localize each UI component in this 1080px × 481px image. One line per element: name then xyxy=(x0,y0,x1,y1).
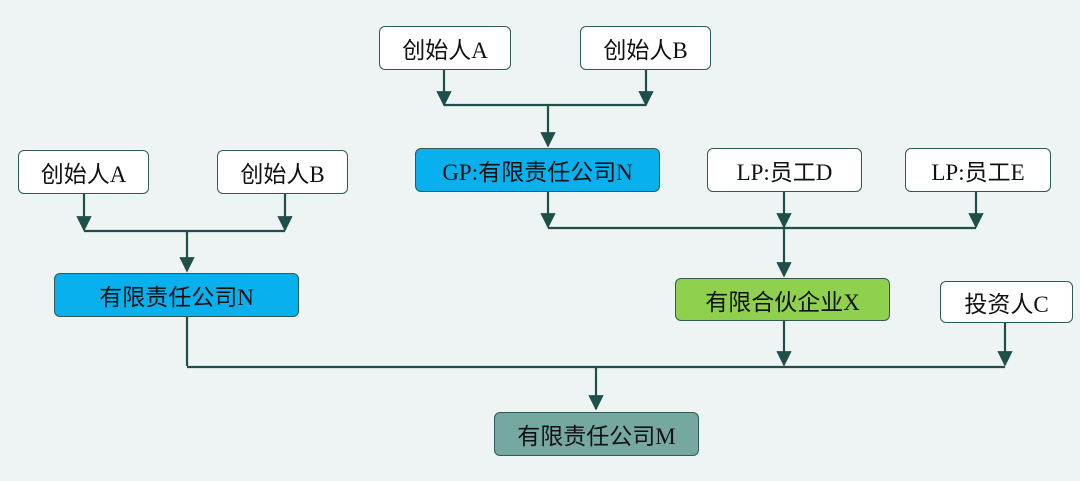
gp-company-n-box: GP:有限责任公司N xyxy=(415,148,660,192)
top-founder-a-box: 创始人A xyxy=(379,26,511,70)
partnership-x-box: 有限合伙企业X xyxy=(675,278,890,321)
left-founder-b-box: 创始人B xyxy=(217,150,348,194)
lp-employee-d-box: LP:员工D xyxy=(707,148,862,192)
investor-c-box: 投资人C xyxy=(940,281,1073,323)
company-m-box: 有限责任公司M xyxy=(494,412,699,456)
top-founder-b-box: 创始人B xyxy=(580,26,711,70)
company-n-box: 有限责任公司N xyxy=(54,273,299,317)
lp-employee-e-box: LP:员工E xyxy=(905,148,1051,192)
left-founder-a-box: 创始人A xyxy=(18,150,149,194)
